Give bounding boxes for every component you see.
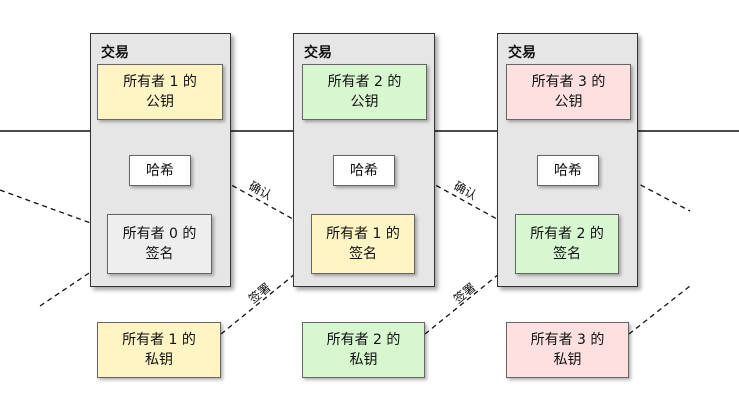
signature-label-line2: 签名 (553, 246, 581, 262)
private-key-label-line2: 私钥 (145, 352, 173, 368)
verify-arrow-2 (409, 120, 516, 230)
owner-private-key-box: 所有者 1 的 私钥 (97, 322, 221, 378)
public-key-label-line1: 所有者 1 的 (123, 74, 197, 90)
owner-signature-box: 所有者 1 的 签名 (311, 214, 415, 274)
hash-label: 哈希 (146, 162, 174, 179)
transaction-title: 交易 (101, 45, 129, 61)
owner-public-key-box: 所有者 3 的 公钥 (506, 64, 631, 120)
public-key-label-line2: 公钥 (146, 94, 174, 110)
public-key-label-line2: 公钥 (350, 94, 379, 110)
public-key-label-line1: 所有者 3 的 (531, 74, 606, 90)
private-key-label-line1: 所有者 1 的 (122, 332, 196, 348)
owner-public-key-box: 所有者 1 的 公钥 (97, 64, 223, 120)
private-key-label-line1: 所有者 2 的 (326, 332, 401, 348)
public-key-label-line1: 所有者 2 的 (327, 74, 402, 90)
verify-arrow-outgoing (613, 120, 691, 212)
verify-arrow-1 (205, 120, 312, 230)
private-key-label-line1: 所有者 3 的 (530, 332, 605, 348)
owner-signature-box: 所有者 0 的 签名 (107, 214, 212, 274)
sign-arrow-outgoing (628, 285, 691, 335)
owner-signature-box: 所有者 2 的 签名 (515, 214, 619, 274)
hash-label: 哈希 (350, 162, 378, 179)
owner-private-key-box: 所有者 2 的 私钥 (302, 322, 425, 378)
sign-arrow-2 (424, 260, 516, 335)
transaction-title: 交易 (304, 45, 332, 61)
public-key-label-line2: 公钥 (554, 94, 583, 110)
owner-private-key-box: 所有者 3 的 私钥 (506, 322, 629, 378)
hash-label: 哈希 (554, 162, 582, 179)
owner-public-key-box: 所有者 2 的 公钥 (302, 64, 427, 120)
hash-box: 哈希 (333, 155, 395, 186)
private-key-label-line2: 私钥 (349, 352, 378, 368)
signature-label-line2: 签名 (349, 246, 377, 262)
transaction-title: 交易 (508, 45, 536, 61)
signature-label-line1: 所有者 0 的 (122, 226, 197, 242)
hash-box: 哈希 (129, 155, 191, 186)
private-key-label-line2: 私钥 (553, 352, 582, 368)
signature-label-line1: 所有者 1 的 (326, 226, 400, 242)
signature-label-line2: 签名 (145, 246, 174, 262)
incoming-verify-arrow (0, 189, 108, 231)
sign-arrow-1 (220, 260, 312, 335)
signature-label-line1: 所有者 2 的 (530, 226, 604, 242)
hash-box: 哈希 (537, 155, 599, 186)
